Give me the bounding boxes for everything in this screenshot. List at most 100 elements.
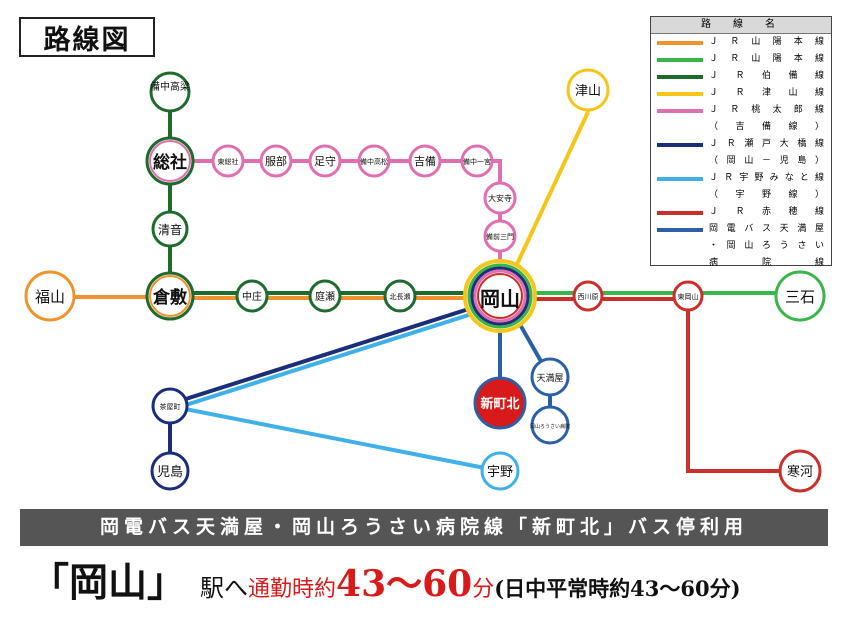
legend-swatch: [657, 58, 703, 62]
legend-label: ＪＲ赤穂線: [709, 207, 825, 217]
bitchu-takamatsu-label: 備中高松: [360, 157, 388, 166]
kojima-label: 児島: [157, 465, 183, 480]
legend-swatch: [657, 211, 703, 215]
mitsuishi-station-label: 三石: [785, 288, 815, 306]
hattori-station: [259, 144, 293, 178]
legend-label: ＪＲ伯備線: [709, 71, 825, 81]
nishigawara-label: 西川原: [578, 293, 599, 301]
hattori-label: 服部: [265, 154, 287, 168]
ashimori-station: [308, 144, 342, 178]
uno-label: 宇野: [487, 465, 513, 480]
legend-row: （吉備線）: [651, 119, 831, 136]
commute-info: 「岡山」 駅へ 通勤時約 43～60 分 (日中平常時約43～60分): [30, 552, 741, 612]
ashimori-label: 足守: [314, 154, 336, 168]
uno-minato-line-south: [169, 404, 501, 473]
commute-daytime: (日中平常時約43～60分): [494, 576, 741, 601]
niwase-station: [308, 279, 342, 313]
bitchu-takahashi-station: [149, 71, 191, 113]
legend-row: ＪＲ桃太郎線: [651, 102, 831, 119]
legend-rows: ＪＲ山陽本線 ＪＲ山陽本線 ＪＲ伯備線 ＪＲ津山線 ＪＲ桃太郎線 （吉備線） ＪＲ瀬戸大橋線…: [651, 34, 831, 272]
kurashiki-station-label: 倉敷: [152, 287, 188, 308]
legend-label: （宇野線）: [709, 190, 825, 200]
legend-swatch: [657, 109, 703, 113]
tenmaya-label: 天満屋: [536, 373, 563, 384]
kojima-station: [150, 451, 190, 491]
legend-swatch: [657, 75, 703, 79]
shinmachi-kita-bus-stop: [473, 376, 527, 430]
commute-label: 通勤時約: [248, 577, 337, 602]
legend-row: ＪＲ津山線: [651, 85, 831, 102]
okayama-station-ring-4: [473, 269, 527, 323]
tenmaya-bus-stop: [530, 357, 570, 397]
legend-swatch: [657, 143, 703, 147]
legend-label: ＪＲ山陽本線: [709, 37, 825, 47]
fukuyama-station-label: 福山: [35, 288, 65, 306]
bitchu-ichinomiya-label: 備中一宮: [463, 157, 491, 166]
legend-label: （岡山－児島）: [709, 156, 825, 166]
okayama-station-label: 岡山: [480, 287, 520, 311]
legend-swatch: [657, 41, 703, 45]
sakou-label: 寒河: [787, 464, 813, 480]
kurashiki-station: [145, 271, 195, 321]
legend-label: ＪＲ瀬戸大橋線: [709, 139, 825, 149]
kiyone-station: [151, 210, 189, 248]
tsuyama-line: [503, 111, 590, 291]
legend-row: ・岡山ろうさい: [651, 238, 831, 255]
commute-destination: 「岡山」: [30, 560, 187, 606]
legend-label: ・岡山ろうさい: [709, 241, 825, 251]
fukuyama-station: [24, 270, 76, 322]
kitanagase-station: [383, 279, 417, 313]
tsuyama-station: [566, 68, 610, 112]
legend-swatch: [657, 228, 703, 232]
uno-minato-line: [169, 304, 498, 412]
bizen-mikado-station: [483, 219, 517, 253]
route-map: 岡山 倉敷 総社 福山 三石 備中高梁 清音 中庄 庭瀬 北長瀬 東総社 服部 …: [24, 68, 826, 493]
daianji-station: [483, 181, 517, 215]
legend-row: ＪＲ伯備線: [651, 68, 831, 85]
legend-swatch: [657, 92, 703, 96]
higashi-soja-label: 東総社: [218, 157, 239, 166]
legend-row: ＪＲ山陽本線: [651, 34, 831, 51]
legend-row: ＪＲ宇野みなと線: [651, 170, 831, 187]
sakou-station: [778, 449, 822, 493]
soja-station-label: 総社: [153, 152, 187, 173]
higashi-soja-station: [211, 144, 245, 178]
nakasho-station-label: 中庄: [242, 290, 262, 303]
bitchu-takamatsu-station: [357, 144, 391, 178]
okayama-station-ring-2: [467, 263, 533, 329]
kibi-label: 吉備: [414, 155, 436, 168]
rousai-label: 岡山ろうさい病院: [530, 423, 570, 430]
legend-row: （宇野線）: [651, 187, 831, 204]
soja-station: [145, 136, 195, 186]
commute-time: 43～60: [336, 563, 473, 605]
legend-label: （吉備線）: [709, 122, 825, 132]
tsuyama-label: 津山: [575, 84, 601, 99]
legend-label: ＪＲ桃太郎線: [709, 105, 825, 115]
okayama-station-ring-5: [477, 273, 523, 319]
legend-label: ＪＲ山陽本線: [709, 54, 825, 64]
legend-row: 岡電バス天満屋: [651, 221, 831, 238]
legend-row: （岡山－児島）: [651, 153, 831, 170]
nakasho-station: [235, 279, 269, 313]
commute-eki: 駅へ: [200, 574, 249, 602]
higashi-okayama-station: [672, 280, 704, 312]
kiyone-station-label: 清音: [158, 222, 182, 237]
commute-minutes: 分: [472, 577, 495, 602]
bizen-mikado-label: 備前三門: [486, 232, 514, 241]
bitchu-takahashi-label: 備中高梁: [150, 80, 190, 93]
bus-stop-banner: 岡電バス天満屋・岡山ろうさい病院線「新町北」バス停利用: [20, 509, 828, 546]
uno-station: [480, 451, 520, 491]
shinmachi-kita-label: 新町北: [480, 396, 519, 412]
legend-row: ＪＲ赤穂線: [651, 204, 831, 221]
legend-swatch: [657, 177, 703, 181]
mitsuishi-station: [774, 270, 826, 322]
legend-label: 病院線: [709, 258, 825, 268]
legend-label: 岡電バス天満屋: [709, 224, 825, 234]
legend-label: ＪＲ津山線: [709, 88, 825, 98]
niwase-station-label: 庭瀬: [315, 290, 335, 303]
seto-ohashi-line: [169, 298, 498, 406]
nishigawara-station: [572, 280, 604, 312]
legend-row: ＪＲ瀬戸大橋線: [651, 136, 831, 153]
kitanagase-station-label: 北長瀬: [390, 292, 411, 301]
